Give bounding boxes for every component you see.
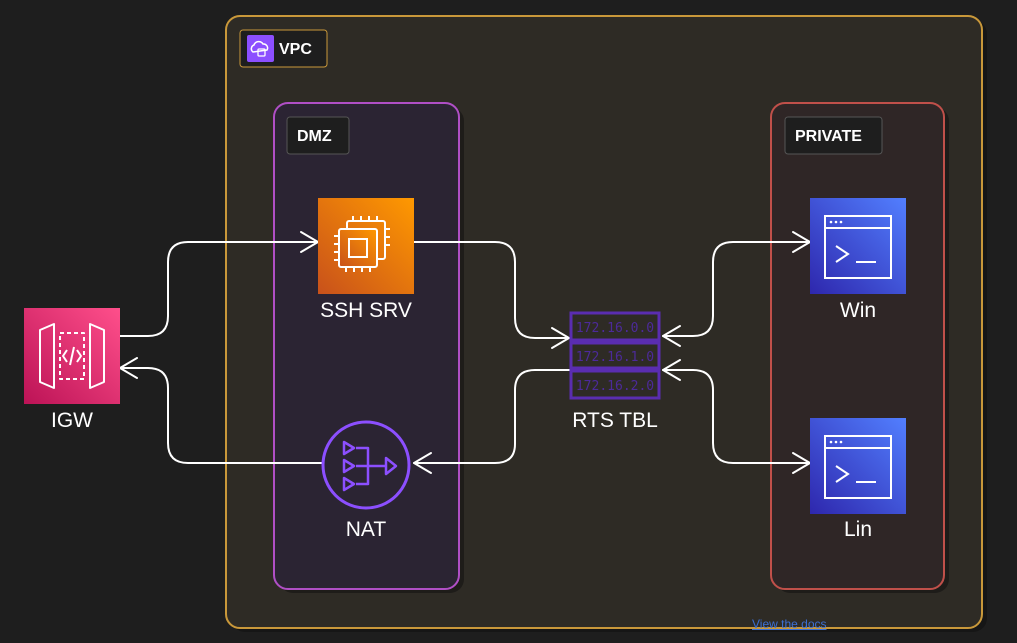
win-host-node[interactable]: Win	[810, 198, 906, 322]
rts-to-nat-arrow	[413, 369, 570, 474]
route-table-icon: 172.16.0.0 172.16.1.0 172.16.2.0	[569, 311, 661, 400]
nat-gateway-icon	[321, 420, 411, 510]
igw-node[interactable]: IGW	[24, 308, 120, 432]
nat-label: NAT	[346, 518, 387, 541]
ssh-label: SSH SRV	[320, 299, 412, 322]
rts-label: RTS TBL	[572, 409, 658, 432]
ssh-to-rts-arrow	[413, 241, 570, 349]
route-table-node[interactable]: 172.16.0.0 172.16.1.0 172.16.2.0 RTS TBL	[569, 311, 661, 432]
route-entry-2: 172.16.1.0	[576, 350, 654, 365]
route-entry-3: 172.16.2.0	[576, 379, 654, 394]
ssh-server-node[interactable]: SSH SRV	[318, 198, 414, 322]
private-label: PRIVATE	[795, 128, 862, 145]
dmz-label: DMZ	[297, 128, 332, 145]
lin-label: Lin	[844, 518, 872, 541]
view-docs-link[interactable]: View the docs	[752, 617, 827, 631]
dmz-tag	[286, 116, 350, 155]
win-label: Win	[840, 299, 876, 322]
vpc-icon	[247, 35, 274, 62]
igw-label: IGW	[51, 409, 93, 432]
lin-host-node[interactable]: Lin	[810, 418, 906, 541]
route-entry-1: 172.16.0.0	[576, 321, 654, 336]
private-tag	[784, 116, 883, 155]
vpc-label: VPC	[279, 41, 312, 58]
nat-gateway-node[interactable]: NAT	[321, 420, 411, 541]
